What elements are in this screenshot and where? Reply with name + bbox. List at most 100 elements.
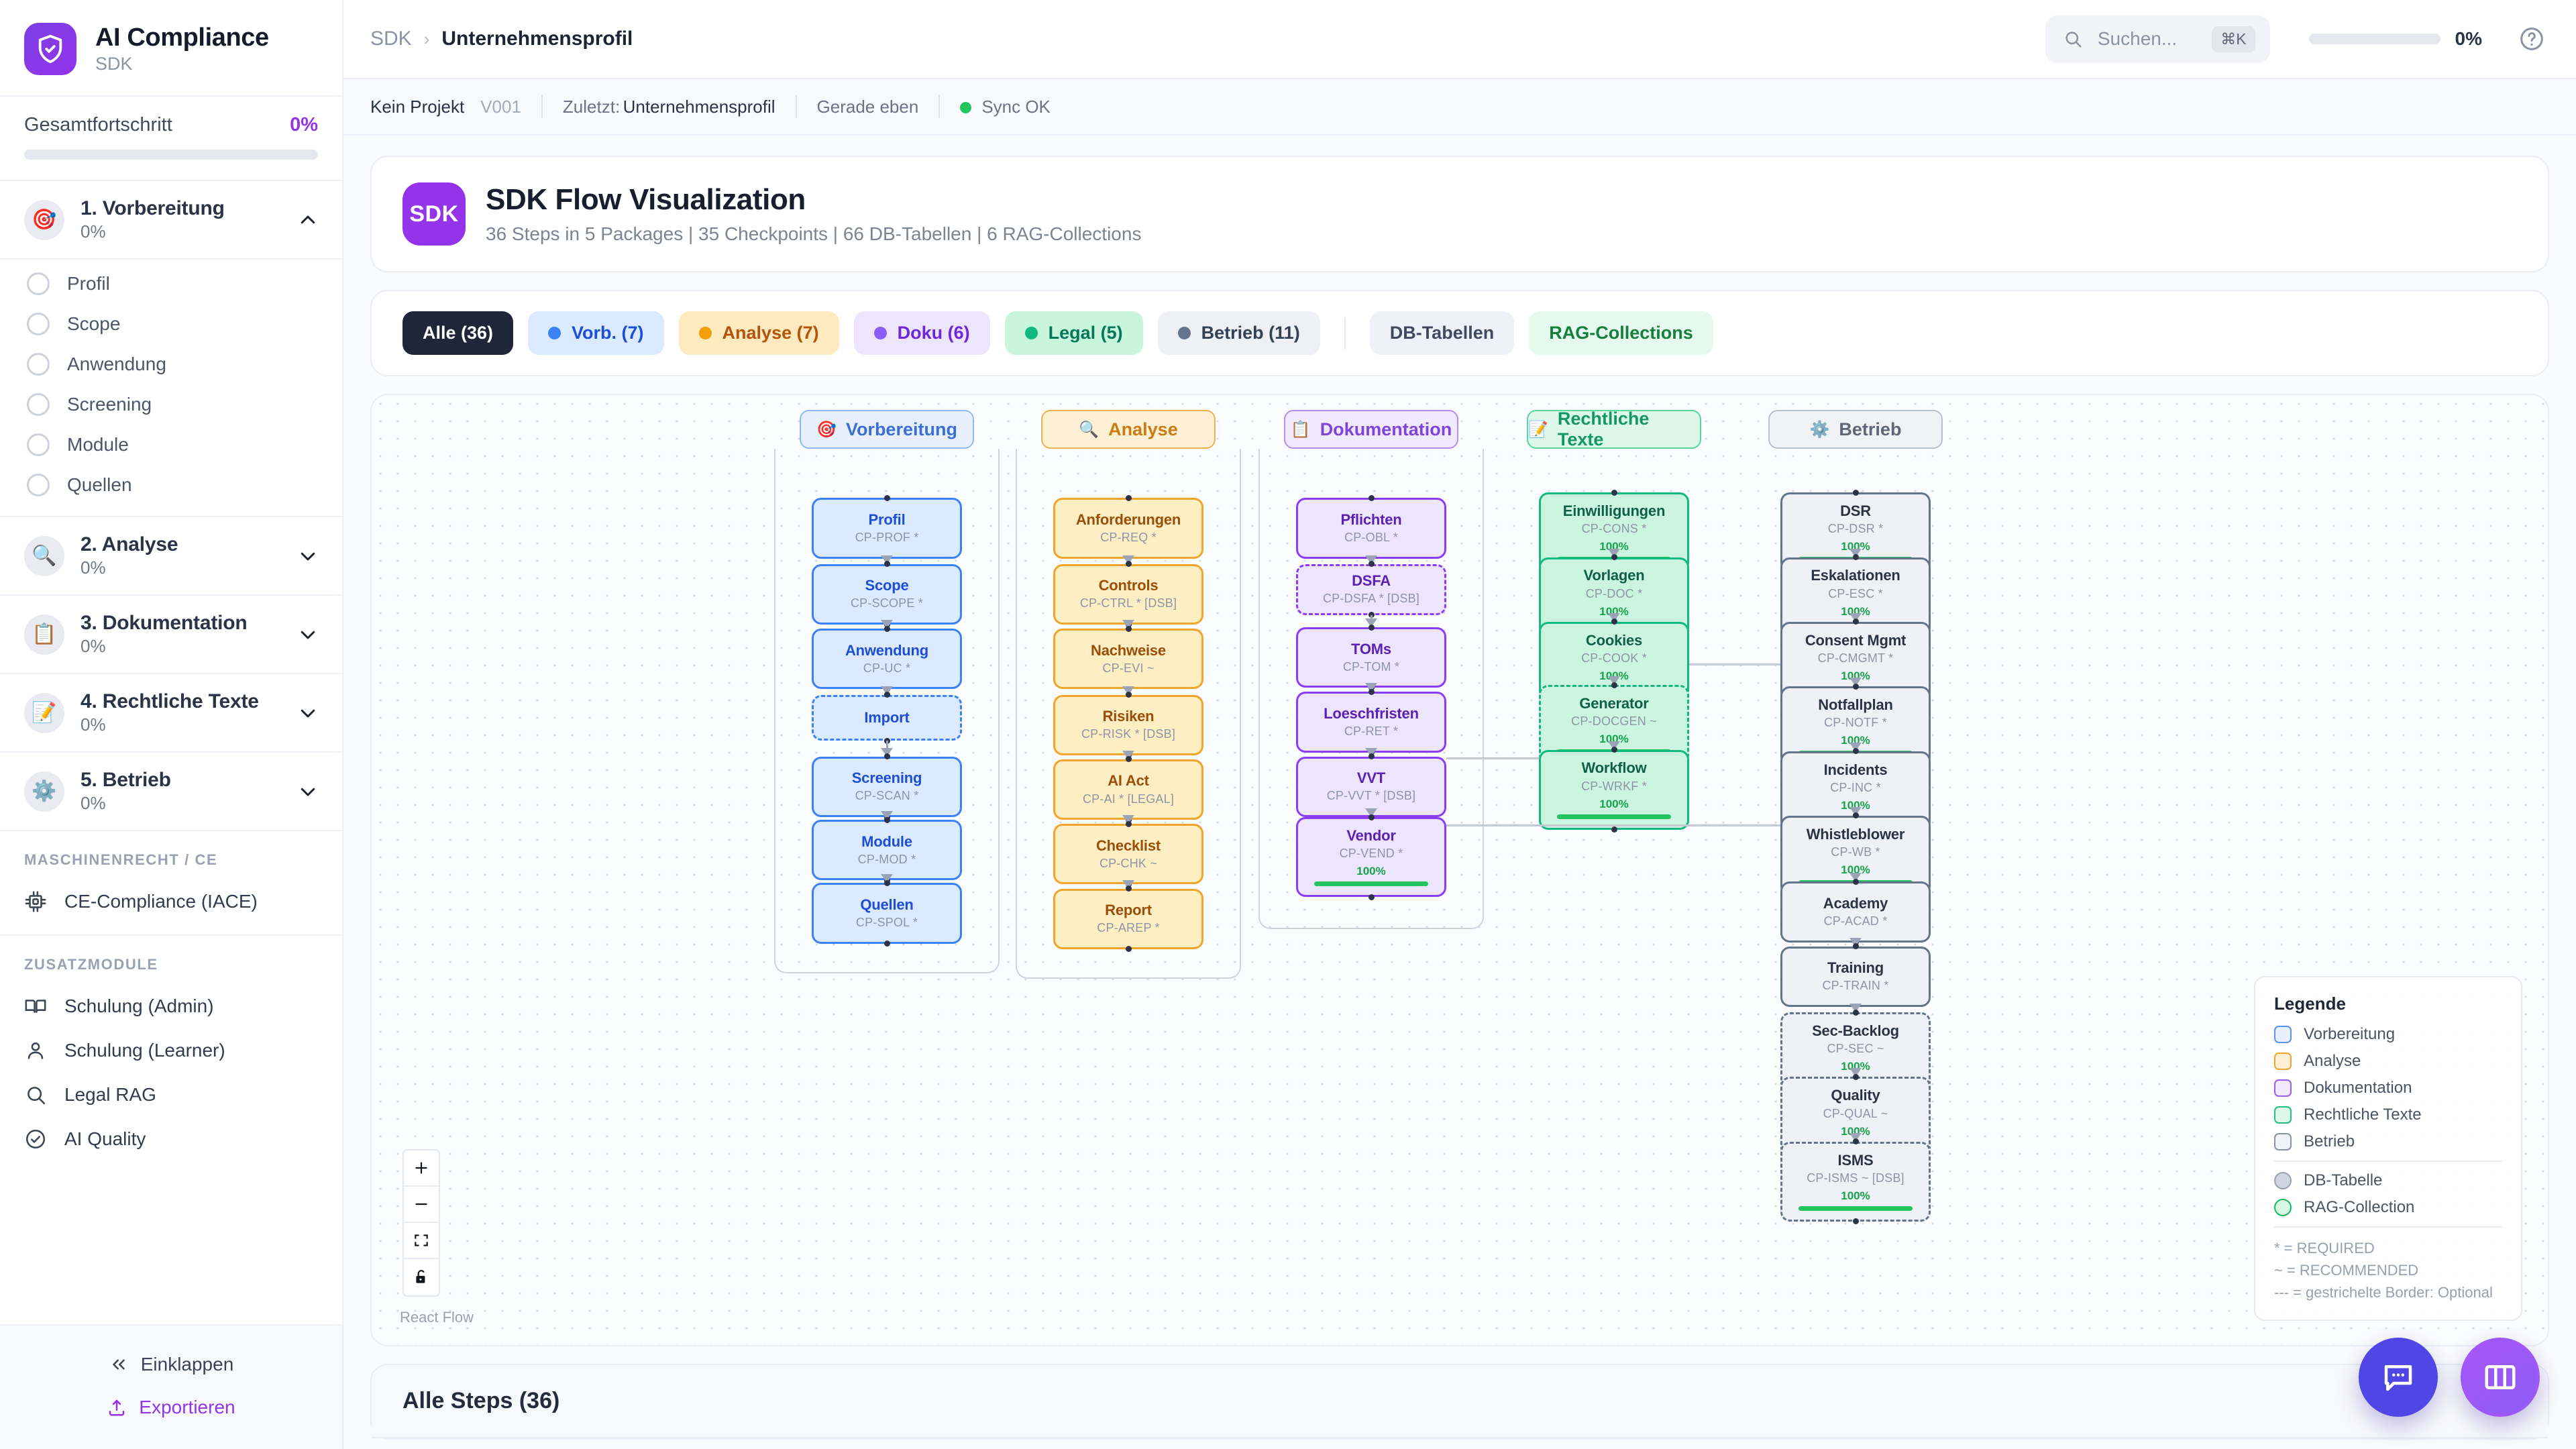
sidebar-phase-dokumentation[interactable]: 📋 3. Dokumentation 0% [0, 596, 342, 674]
help-circle-icon[interactable] [2518, 25, 2545, 52]
flow-node-dsfa[interactable]: DSFA CP-DSFA * [DSB] [1296, 564, 1446, 615]
phase-emoji-icon: 🔍 [24, 535, 64, 576]
collapse-sidebar-button[interactable]: Einklappen [0, 1343, 342, 1386]
sidebar-phase-betrieb[interactable]: ⚙️ 5. Betrieb 0% [0, 753, 342, 831]
flow-edge-arrow-icon [881, 811, 893, 820]
sidebar-item-ce-compliance[interactable]: CE-Compliance (IACE) [0, 879, 342, 924]
breadcrumb-root[interactable]: SDK [370, 28, 412, 50]
flow-node-vvt[interactable]: VVT CP-VVT * [DSB] [1296, 756, 1446, 817]
phase-subitems: Profil Scope Anwendung Screening Module … [0, 260, 342, 517]
filter-chip-doku-6[interactable]: Doku (6) [853, 311, 990, 355]
page-title: SDK Flow Visualization [486, 183, 806, 216]
flow-node-pflichten[interactable]: Pflichten CP-OBL * [1296, 498, 1446, 559]
flow-node-import[interactable]: Import [812, 694, 962, 741]
node-title: Nachweise [1091, 641, 1166, 659]
checkbox-empty-icon[interactable] [27, 433, 50, 456]
checkbox-empty-icon[interactable] [27, 474, 50, 496]
flow-node-module[interactable]: Module CP-MOD * [812, 820, 962, 881]
node-title: Module [861, 833, 912, 850]
flow-node-quellen[interactable]: Quellen CP-SPOL * [812, 883, 962, 944]
sidebar-item-scope[interactable]: Scope [0, 304, 342, 344]
flow-edge-arrow-icon [1365, 683, 1377, 692]
sidebar-item-profil[interactable]: Profil [0, 264, 342, 304]
chat-fab[interactable] [2359, 1338, 2438, 1417]
checkbox-empty-icon[interactable] [27, 272, 50, 295]
filter-chip-betrieb-11[interactable]: Betrieb (11) [1157, 311, 1320, 355]
sidebar-phase-vorbereitung[interactable]: 🎯 1. Vorbereitung 0% [0, 181, 342, 260]
overall-progress-label: Gesamtfortschritt [24, 114, 172, 136]
fit-view-button[interactable] [404, 1223, 439, 1259]
flow-node-academy[interactable]: Academy CP-ACAD * [1780, 881, 1931, 943]
flow-node-workflow[interactable]: Workflow CP-WRKF * 100% [1539, 749, 1689, 830]
filter-chip-legal-5[interactable]: Legal (5) [1004, 311, 1143, 355]
sidebar-item-schulung-learner[interactable]: Schulung (Learner) [0, 1028, 342, 1073]
group-label: Betrieb [1839, 419, 1902, 439]
export-button[interactable]: Exportieren [0, 1386, 342, 1429]
node-port [1852, 554, 1859, 561]
chip-label: Vorb. (7) [572, 323, 644, 343]
node-title: ISMS [1837, 1151, 1874, 1169]
filter-chip-analyse-7[interactable]: Analyse (7) [678, 311, 839, 355]
sidebar-item-ai-quality[interactable]: AI Quality [0, 1117, 342, 1161]
sidebar-item-screening[interactable]: Screening [0, 384, 342, 425]
phase-emoji-icon: ⚙️ [24, 771, 64, 812]
flow-node-anforderungen[interactable]: Anforderungen CP-REQ * [1053, 498, 1203, 559]
flow-node-nachweise[interactable]: Nachweise CP-EVI ~ [1053, 629, 1203, 690]
node-code: CP-TOM * [1342, 659, 1400, 674]
lock-toggle-button[interactable] [404, 1259, 439, 1295]
brand-header[interactable]: AI Compliance SDK [0, 0, 342, 97]
node-port [1611, 682, 1617, 688]
sidebar-item-module[interactable]: Module [0, 425, 342, 465]
flow-node-isms[interactable]: ISMS CP-ISMS ~ [DSB] 100% [1780, 1141, 1931, 1222]
flow-node-training[interactable]: Training CP-TRAIN * [1780, 946, 1931, 1007]
checkbox-empty-icon[interactable] [27, 353, 50, 376]
node-port [1368, 624, 1375, 631]
flow-edge-arrow-icon [1122, 815, 1134, 824]
node-port [1611, 747, 1617, 753]
flow-node-risiken[interactable]: Risiken CP-RISK * [DSB] [1053, 694, 1203, 755]
node-port [1611, 554, 1617, 561]
node-port [1368, 753, 1375, 760]
sidebar-item-legal-rag[interactable]: Legal RAG [0, 1073, 342, 1117]
book-icon [24, 995, 47, 1018]
filter-chip-db-tabellen[interactable]: DB-Tabellen [1369, 311, 1515, 355]
zoom-in-button[interactable] [404, 1150, 439, 1187]
flow-node-report[interactable]: Report CP-AREP * [1053, 888, 1203, 949]
sidebar-phase-analyse[interactable]: 🔍 2. Analyse 0% [0, 517, 342, 596]
node-port [1852, 489, 1859, 496]
group-emoji-icon: 📝 [1528, 420, 1548, 439]
node-code: CP-REQ * [1100, 531, 1157, 545]
flow-edge-arrow-icon [1849, 548, 1862, 557]
flow-node-vendor[interactable]: Vendor CP-VEND * 100% [1296, 817, 1446, 898]
node-code: CP-CTRL * [DSB] [1079, 596, 1177, 610]
flow-node-toms[interactable]: TOMs CP-TOM * [1296, 627, 1446, 688]
flow-node-controls[interactable]: Controls CP-CTRL * [DSB] [1053, 564, 1203, 625]
flow-node-anwendung[interactable]: Anwendung CP-UC * [812, 629, 962, 690]
node-code: CP-DOCGEN ~ [1571, 714, 1657, 729]
unlock-icon [416, 1270, 425, 1283]
panel-fab[interactable] [2461, 1338, 2540, 1417]
checkbox-empty-icon[interactable] [27, 393, 50, 416]
flow-node-screening[interactable]: Screening CP-SCAN * [812, 756, 962, 817]
node-port [883, 753, 890, 760]
filter-chip-rag-collections[interactable]: RAG-Collections [1529, 311, 1713, 355]
checkbox-empty-icon[interactable] [27, 313, 50, 335]
flow-node-ai-act[interactable]: AI Act CP-AI * [LEGAL] [1053, 759, 1203, 820]
flow-canvas[interactable]: 🎯 Vorbereitung 🔍 Analyse 📋 Dokumentation… [370, 394, 2549, 1346]
filter-chip-vorb-7[interactable]: Vorb. (7) [528, 311, 664, 355]
flow-node-loeschfristen[interactable]: Loeschfristen CP-RET * [1296, 692, 1446, 753]
sidebar-phase-rechtliche-texte[interactable]: 📝 4. Rechtliche Texte 0% [0, 674, 342, 753]
sidebar-item-quellen[interactable]: Quellen [0, 465, 342, 505]
search-input[interactable]: Suchen... ⌘K [2045, 15, 2270, 63]
flow-node-profil[interactable]: Profil CP-PROF * [812, 498, 962, 559]
zoom-out-button[interactable] [404, 1187, 439, 1223]
sidebar-item-anwendung[interactable]: Anwendung [0, 344, 342, 384]
flow-node-scope[interactable]: Scope CP-SCOPE * [812, 564, 962, 625]
flow-node-checklist[interactable]: Checklist CP-CHK ~ [1053, 824, 1203, 885]
columns-icon [2485, 1365, 2516, 1389]
sidebar-item-schulung-admin[interactable]: Schulung (Admin) [0, 984, 342, 1028]
sidebar-item-label: Anwendung [67, 354, 166, 374]
react-flow-attribution[interactable]: React Flow [400, 1309, 474, 1326]
filter-chip-alle-36[interactable]: Alle (36) [402, 311, 514, 355]
node-title: Import [864, 708, 910, 726]
